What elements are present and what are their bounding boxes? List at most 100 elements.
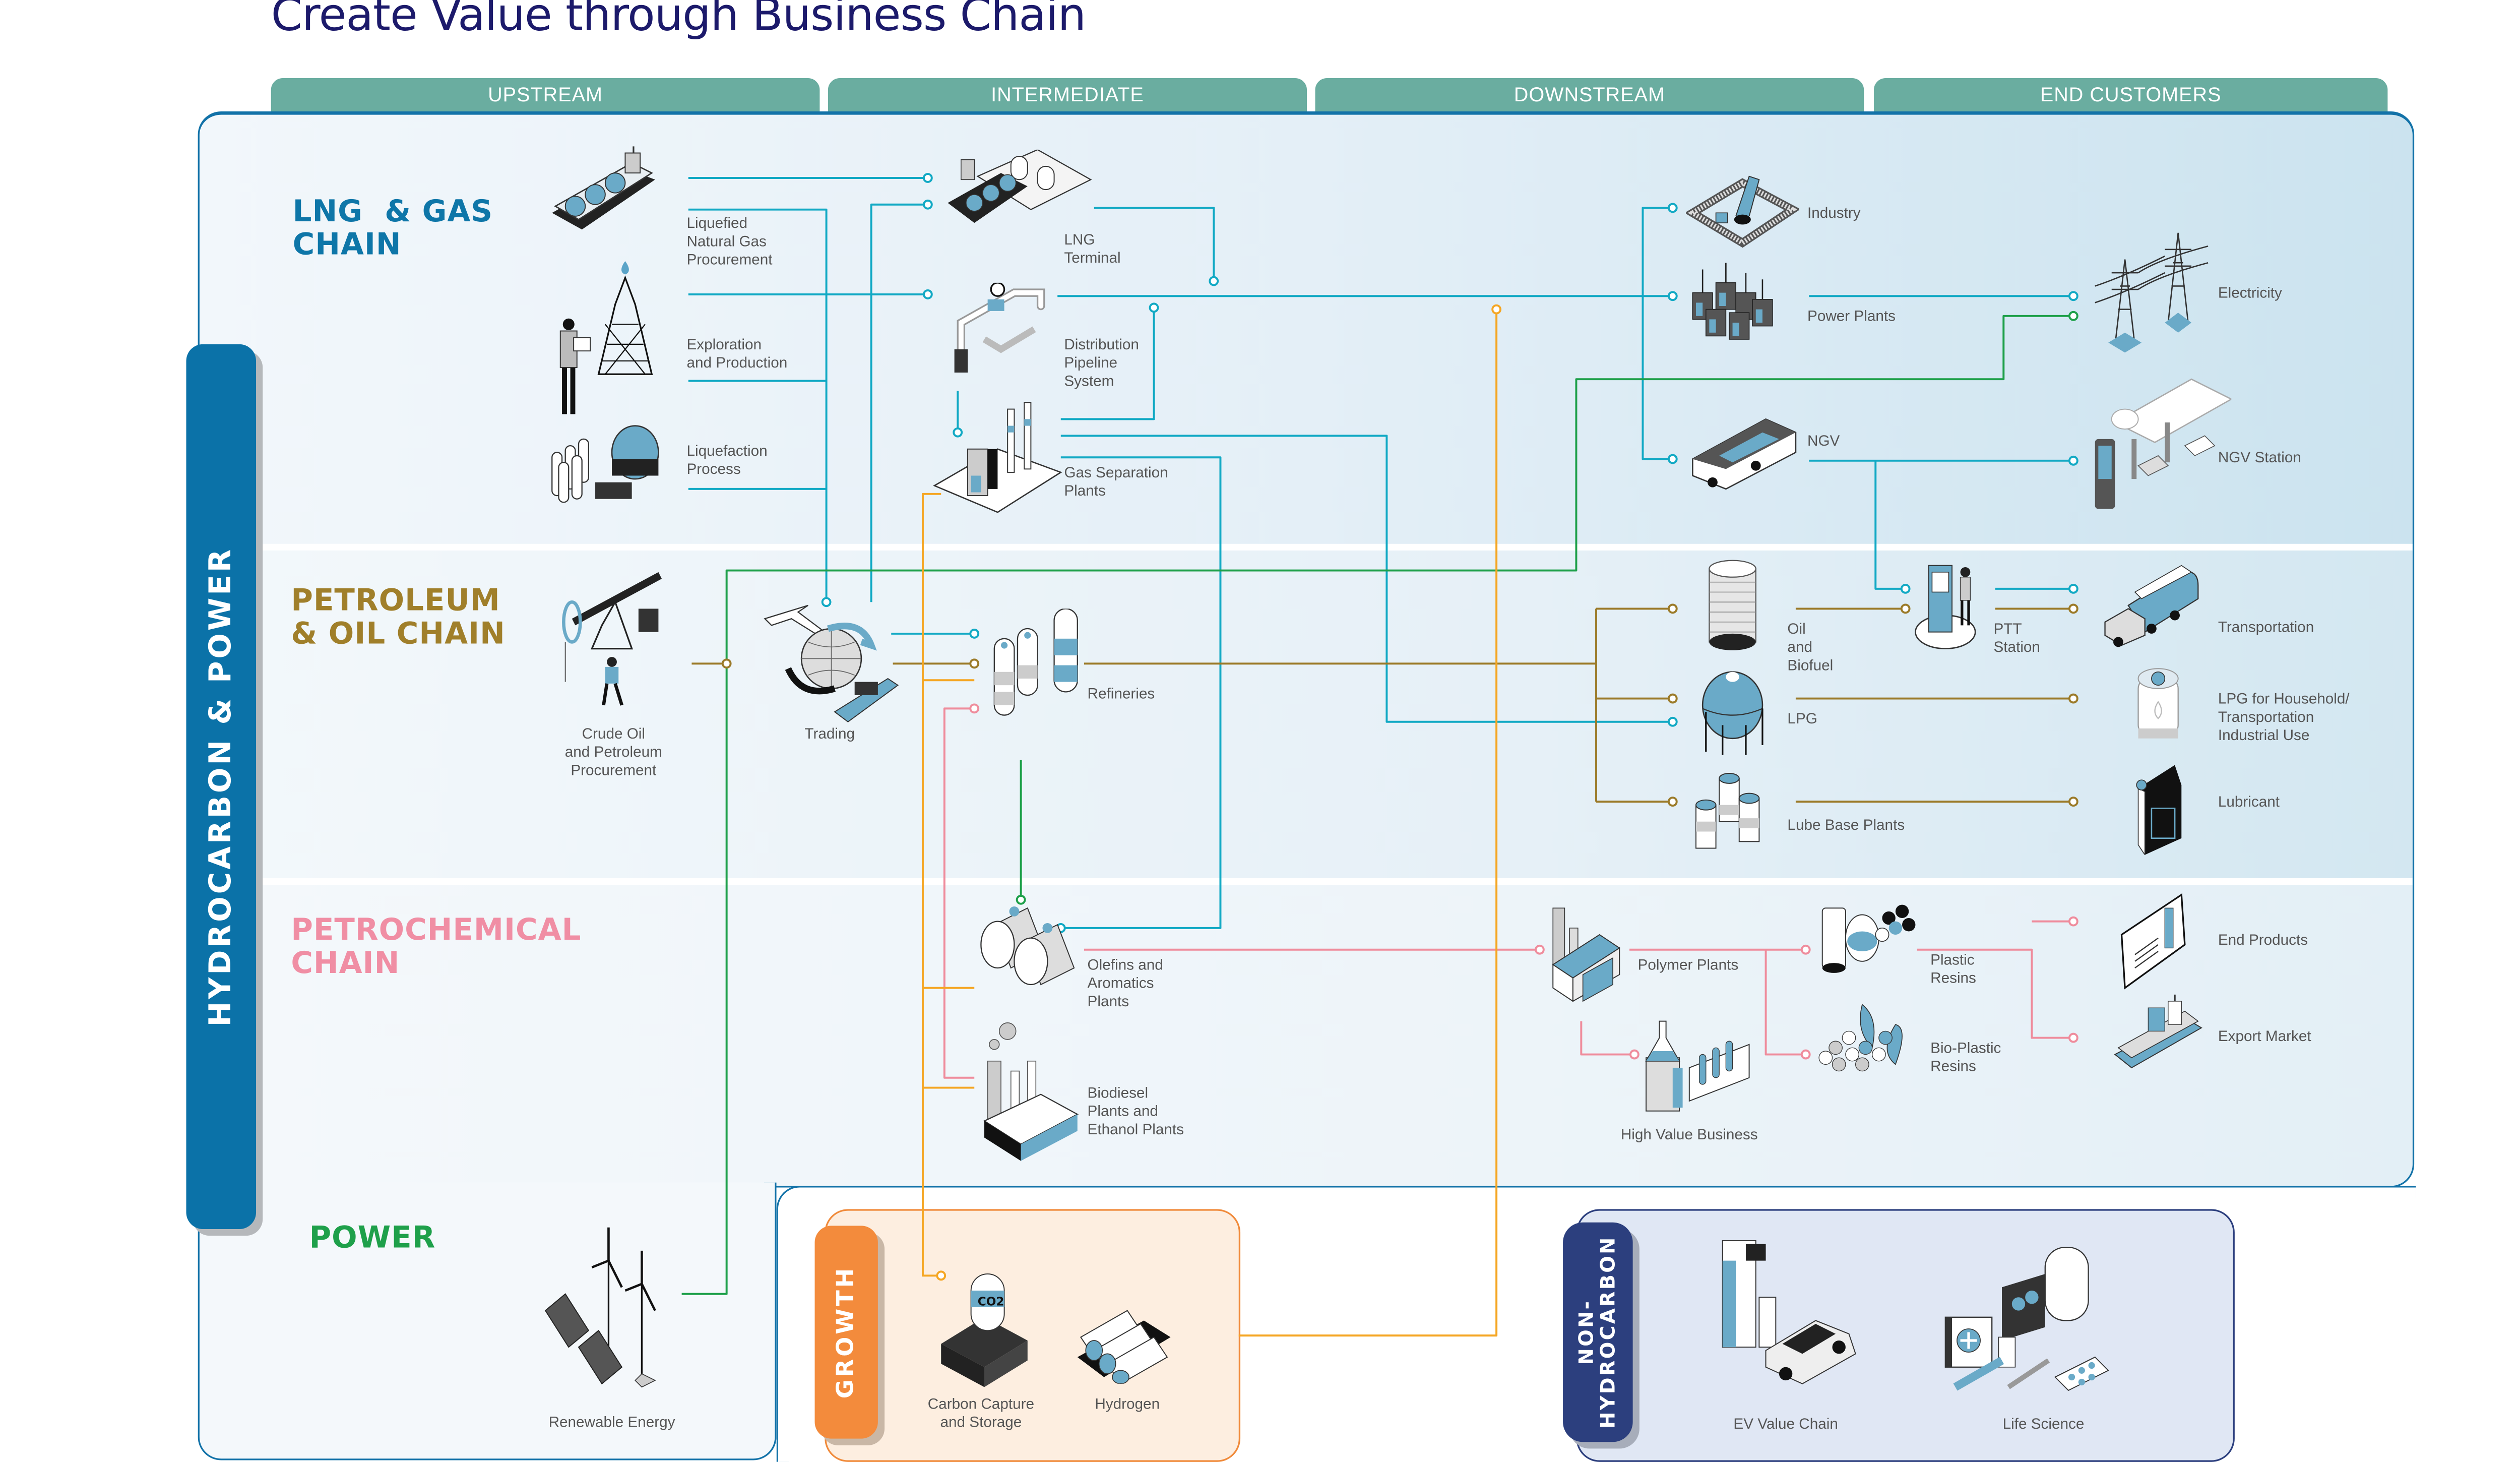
endpoint-dot — [1491, 304, 1501, 315]
tab-downstream: DOWNSTREAM — [1315, 78, 1864, 112]
node-ev-value-chain: EV Value Chain — [1733, 1415, 1838, 1432]
endpoint-dot — [2068, 455, 2078, 466]
liquefaction-tanks-icon — [551, 425, 659, 503]
endpoint-dot — [922, 173, 933, 183]
node-lng-terminal: LNG Terminal — [1064, 231, 1121, 266]
band-divider — [199, 543, 2413, 551]
refinery-columns-icon — [993, 608, 1078, 716]
node-ptt-station: PTT Station — [1993, 620, 2040, 655]
endpoint-dot — [2068, 916, 2078, 927]
tab-intermediate: INTERMEDIATE — [828, 78, 1307, 112]
node-export-market: Export Market — [2218, 1027, 2311, 1045]
transmission-tower-icon — [2095, 232, 2209, 353]
co2-tank-icon: CO2 — [941, 1273, 1028, 1387]
endpoint-dot — [1667, 797, 1678, 807]
power-flow-lines — [681, 315, 2073, 1295]
lng-chain-title: LNG & GAS CHAIN — [292, 194, 493, 263]
node-ngv-station: NGV Station — [2218, 449, 2301, 466]
node-olefins-aromatics: Olefins and Aromatics Plants — [1087, 956, 1163, 1010]
endpoint-dot — [2068, 291, 2078, 301]
node-industry: Industry — [1807, 204, 1861, 221]
endpoint-dot — [2068, 797, 2078, 807]
storage-tank-icon — [1709, 560, 1756, 650]
endpoint-dot — [2068, 583, 2078, 594]
fuel-pump-attendant-icon — [1915, 565, 1976, 649]
node-lpg: LPG — [1787, 710, 1817, 727]
gas-separation-plant-icon — [933, 402, 1062, 513]
node-liquefaction: Liquefaction Process — [686, 442, 768, 477]
power-chain-title: POWER — [309, 1221, 436, 1256]
polymer-factory-icon — [1552, 907, 1621, 1002]
power-panel — [198, 1182, 777, 1460]
endpoint-dot — [1900, 603, 1911, 614]
node-oil-biofuel: Oil and Biofuel — [1787, 620, 1834, 674]
endpoint-dot — [1800, 1049, 1811, 1060]
tanker-truck-icon — [2104, 565, 2199, 647]
non-hydrocarbon-tab: NON- HYDROCARBON — [1563, 1222, 1633, 1442]
hydrogen-cylinders-icon — [1077, 1310, 1171, 1384]
page-title: Create Value through Business Chain — [271, 0, 1086, 42]
node-power-plants: Power Plants — [1807, 308, 1896, 325]
wind-solar-icon — [544, 1227, 656, 1388]
endpoint-dot — [1667, 291, 1678, 301]
endpoint-dot — [721, 658, 732, 669]
endpoint-dot — [1629, 1049, 1640, 1060]
node-lubricant: Lubricant — [2218, 793, 2280, 810]
endpoint-dots — [721, 173, 2078, 1281]
lubricant-can-icon — [2136, 765, 2182, 855]
node-renewable-energy: Renewable Energy — [548, 1414, 675, 1431]
horizontal-tanks-icon — [980, 906, 1075, 986]
node-high-value-business: High Value Business — [1620, 1126, 1758, 1143]
power-plant-buildings-icon — [1692, 263, 1773, 340]
growth-flow-lines — [921, 309, 1498, 1337]
node-lpg-household: LPG for Household/ Transportation Indust… — [2218, 690, 2350, 744]
node-life-science: Life Science — [2002, 1415, 2085, 1432]
pipeline-valve-icon — [954, 282, 1045, 373]
endpoint-dot — [1667, 603, 1678, 614]
oil-drums-icon — [1695, 773, 1760, 849]
node-plastic-resins: Plastic Resins — [1930, 951, 1976, 987]
bottom-wrap-frame — [776, 1186, 2416, 1462]
growth-tab: GROWTH — [814, 1226, 878, 1439]
node-lng-procurement: Liquefied Natural Gas Procurement — [686, 214, 773, 268]
endpoint-dot — [2068, 1032, 2078, 1043]
globe-plane-ship-icon — [764, 604, 899, 722]
endpoint-dot — [1667, 693, 1678, 704]
lpg-sphere-tank-icon — [1702, 671, 1763, 755]
node-end-products: End Products — [2218, 931, 2308, 948]
lab-equipment-icon — [1645, 1020, 1750, 1112]
cargo-ship-icon — [2114, 994, 2202, 1069]
node-bio-plastic-resins: Bio-Plastic Resins — [1930, 1039, 2001, 1075]
endpoint-dot — [969, 658, 980, 669]
endpoint-dot — [1016, 894, 1026, 905]
lng-carrier-ship-icon — [552, 146, 655, 230]
endpoint-dot — [1667, 716, 1678, 727]
node-refineries: Refineries — [1087, 685, 1155, 702]
bus-icon — [1692, 418, 1797, 490]
tab-upstream: UPSTREAM — [271, 78, 820, 112]
drilling-rig-with-engineer-icon — [559, 261, 653, 414]
node-electricity: Electricity — [2218, 284, 2282, 301]
petrochemical-band — [199, 885, 2413, 1186]
node-hydrogen: Hydrogen — [1095, 1395, 1160, 1412]
ev-charger-car-icon — [1722, 1240, 1856, 1384]
endpoint-dot — [1534, 944, 1545, 955]
petroleum-chain-title: PETROLEUM & OIL CHAIN — [291, 583, 506, 652]
endpoint-dot — [922, 199, 933, 210]
hydrocarbon-power-tab: HYDROCARBON & POWER — [186, 344, 257, 1229]
tab-end-customers: END CUSTOMERS — [1873, 78, 2388, 112]
oil-pumpjack-worker-icon — [562, 572, 662, 706]
svg-text:CO2: CO2 — [978, 1296, 1004, 1309]
ngv-fuel-station-icon — [2095, 378, 2232, 509]
endpoint-dot — [2068, 693, 2078, 704]
lng-flow-lines — [688, 177, 2073, 929]
hydrocarbon-panel — [198, 111, 2415, 1188]
endpoint-dot — [969, 629, 980, 639]
gas-cylinder-icon — [2137, 668, 2179, 739]
node-crude-oil: Crude Oil and Petroleum Procurement — [564, 725, 662, 778]
node-gas-separation: Gas Separation Plants — [1064, 464, 1168, 499]
factory-chimney-icon — [983, 1022, 1079, 1161]
endpoint-dot — [2068, 603, 2078, 614]
